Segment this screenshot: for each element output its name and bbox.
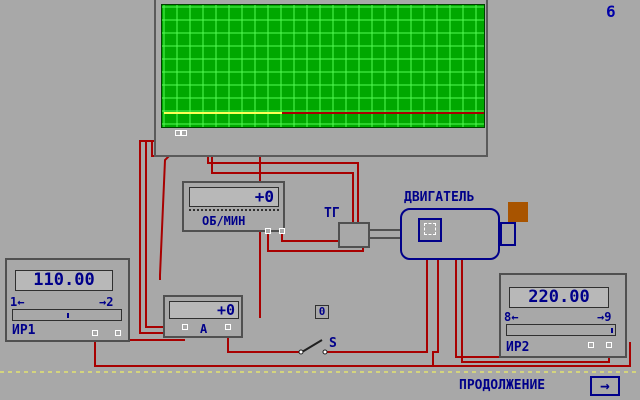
tachometer-terminal-1[interactable] xyxy=(265,228,271,234)
supply1-display: 110.00 xyxy=(15,270,113,291)
arrow-right-icon: → xyxy=(600,376,610,395)
tg-label: ТГ xyxy=(324,206,340,221)
tachogenerator xyxy=(338,222,370,248)
tachometer-meter: +0 ОБ/МИН xyxy=(182,181,285,232)
supply2-name: ИР2 xyxy=(506,340,530,355)
scope-terminal-1[interactable] xyxy=(175,130,181,136)
ammeter-display: +0 xyxy=(169,301,239,319)
motor-label: ДВИГАТЕЛЬ xyxy=(404,190,475,205)
oscilloscope xyxy=(154,0,488,157)
supply1-range-right: →2 xyxy=(99,295,114,309)
ammeter-terminal-1[interactable] xyxy=(182,324,188,330)
continue-label[interactable]: ПРОДОЛЖЕНИЕ xyxy=(459,378,546,393)
supply2-display: 220.00 xyxy=(509,287,609,308)
supply2-terminal-1[interactable] xyxy=(588,342,594,348)
supply1-name: ИР1 xyxy=(12,323,36,338)
tachometer-terminal-2[interactable] xyxy=(279,228,285,234)
supply1-slider-thumb[interactable] xyxy=(67,313,69,318)
supply1-terminal-1[interactable] xyxy=(92,330,98,336)
supply1-slider[interactable] xyxy=(12,309,122,321)
tachometer-unit: ОБ/МИН xyxy=(202,214,246,228)
switch-label: S xyxy=(329,336,337,351)
ammeter-label: А xyxy=(200,322,208,336)
motor-terminal-dots xyxy=(424,223,436,235)
tachometer-display: +0 xyxy=(189,187,279,207)
oscilloscope-grid xyxy=(162,5,484,127)
motor-load xyxy=(508,202,528,222)
motor-shaft xyxy=(370,229,402,239)
ammeter: +0 А xyxy=(163,295,243,338)
supply2-slider-thumb[interactable] xyxy=(611,328,613,333)
supply2-terminal-2[interactable] xyxy=(606,342,612,348)
supply1-terminal-2[interactable] xyxy=(115,330,121,336)
supply2-range-left: 8← xyxy=(504,310,519,324)
switch-state[interactable]: 0 xyxy=(315,305,329,319)
page-number: 6 xyxy=(606,2,616,21)
motor-terminal-box xyxy=(418,218,442,242)
supply2-slider[interactable] xyxy=(506,324,616,336)
power-supply-1: 110.00 1← →2 ИР1 xyxy=(5,258,130,342)
motor-coupling xyxy=(500,222,516,246)
divider xyxy=(189,209,279,213)
oscilloscope-screen xyxy=(161,4,485,128)
scope-terminal-2[interactable] xyxy=(181,130,187,136)
motor xyxy=(400,208,500,260)
supply2-range-right: →9 xyxy=(597,310,612,324)
power-supply-2: 220.00 8← →9 ИР2 xyxy=(499,273,627,358)
continue-button[interactable]: → xyxy=(590,376,620,396)
supply1-range-left: 1← xyxy=(10,295,25,309)
ammeter-terminal-2[interactable] xyxy=(225,324,231,330)
